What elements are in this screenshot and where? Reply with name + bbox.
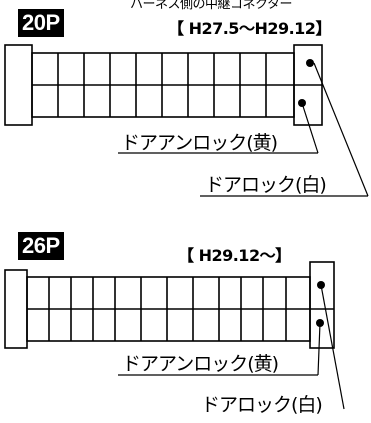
door-lock-label-1: ドアロック(白) [205, 174, 327, 196]
pin-count-badge-26p: 26P [18, 232, 64, 260]
door-unlock-label-2: ドアアンロック(黄) [122, 353, 279, 375]
pin-count-badge-20p: 20P [18, 9, 64, 37]
connector-20p [4, 44, 323, 126]
period-label-2: 【 H29.12〜】 [178, 246, 291, 265]
period-label-1: 【 H27.5〜H29.12】 [168, 19, 331, 38]
door-unlock-label-1: ドアアンロック(黄) [121, 132, 278, 154]
header-text: ハーネス側の中継コネクター [130, 0, 292, 12]
door-lock-label-2: ドアロック(白) [201, 394, 323, 416]
pin-dot-unlock-1 [306, 59, 314, 67]
pin-dot-lock-2 [316, 319, 324, 327]
connector-26p [4, 261, 335, 349]
pin-dot-lock-1 [298, 99, 306, 107]
pin-dot-unlock-2 [317, 281, 325, 289]
